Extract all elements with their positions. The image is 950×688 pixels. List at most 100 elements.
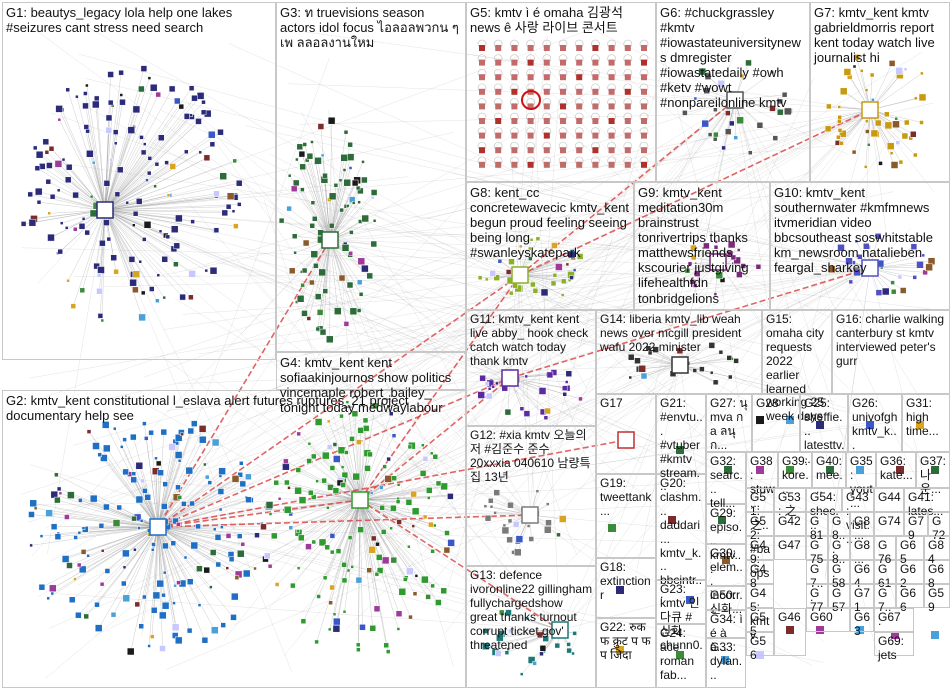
group-cell-g7: G7: kmtv_kent kmtv gabrieldmorris report… <box>810 2 950 182</box>
group-cell-g71: G71 <box>850 584 874 608</box>
group-cell-g10: G10: kmtv_kent southernwater #kmfmnews i… <box>770 182 950 310</box>
group-label: G2: kmtv_kent constitutional l_eslava al… <box>6 393 463 423</box>
group-cell-g58: G58 <box>828 560 850 584</box>
group-cell-g17: G17 <box>596 394 656 474</box>
group-cell-g57: G57 <box>828 584 850 608</box>
group-cell-g82: G8... <box>850 512 874 536</box>
group-cell-g39: G39: kore... <box>778 452 812 488</box>
group-label: G1: beautys_legacy lola help one lakes #… <box>6 5 273 35</box>
group-cell-g33: G33: dylan... <box>706 638 746 688</box>
group-cell-g80: G8... <box>828 536 850 560</box>
group-cell-g9: G9: kmtv_kent meditation30m brainstrust … <box>634 182 770 310</box>
group-cell-g23: G23: kmtv 인 다큐 #신화 chunn0... <box>656 580 706 624</box>
group-cell-g61: G61 <box>874 560 896 584</box>
group-cell-g29: G29: episo... kmtv... <box>706 504 746 544</box>
group-cell-g27: G27: นุ mva ก a ลนุ ก... <box>706 394 752 452</box>
group-cell-g72: G72 <box>928 512 950 536</box>
group-cell-g6: G6: #chuckgrassley #kmtv #iowastateunive… <box>656 2 810 182</box>
group-cell-g84: G84 <box>924 536 950 560</box>
group-label: G44 <box>878 491 901 505</box>
group-cell-g18: G18: extinctionr <box>596 558 656 618</box>
group-cell-g76: G76 <box>874 536 896 560</box>
group-cell-g2: G2: kmtv_kent constitutional l_eslava al… <box>2 390 466 688</box>
group-cell-g79: G79 <box>904 512 928 536</box>
group-cell-g24: G24: ace roman fab... <box>656 624 706 688</box>
group-cell-g37: G37: 나운... <box>916 452 950 488</box>
group-cell-g36: G36: kate... <box>876 452 916 488</box>
group-label: G36: kate... <box>880 455 913 483</box>
group-cell-g45: G45: kmtv <box>746 584 774 608</box>
group-cell-g52: G52: #ba... <box>746 512 774 536</box>
group-cell-g19: G19: tweettank... <box>596 474 656 558</box>
group-cell-g51: G51: 之... <box>746 488 774 512</box>
group-cell-g32: G32: searc... tell... <box>706 452 746 504</box>
group-label: G11: kmtv_kent kent live abby_ hook chec… <box>470 313 593 369</box>
group-cell-g3: G3: ท truevisions season actors idol foc… <box>276 2 466 352</box>
group-label: G32: searc... tell... <box>710 455 743 511</box>
group-label: G24: ace roman fab... <box>660 627 703 683</box>
group-label: G46 <box>778 611 803 625</box>
group-cell-g46: G46 <box>774 608 806 656</box>
group-cell-g12: G12: #xia kmtv 오늘의 저 #김준수 준수 20xxxia 040… <box>466 426 596 566</box>
group-label: G47 <box>778 539 803 553</box>
group-label: G31: high time... <box>906 397 947 439</box>
group-cell-g65: G65 <box>896 536 924 560</box>
group-cell-g28: G28 <box>752 394 800 452</box>
group-cell-g1: G1: beautys_legacy lola help one lakes #… <box>2 2 276 360</box>
group-cell-g81: G81 <box>806 512 828 536</box>
group-cell-g26: G26: univofgh kmtv_k... <box>848 394 902 452</box>
group-cell-g25: G25: sheffie... latesttv... <box>800 394 848 452</box>
group-label: G18: extinctionr <box>600 561 653 603</box>
group-cell-g47: G47 <box>774 536 806 560</box>
group-cell-g41: G41: lates... <box>904 488 950 512</box>
group-label: G16: charlie walking canterbury st kmtv … <box>836 313 947 369</box>
group-label: G10: kmtv_kent southernwater #kmfmnews i… <box>774 185 947 275</box>
group-label: G60 <box>810 611 847 625</box>
group-cell-g74: G74 <box>874 512 904 536</box>
group-cell-g66: G66 <box>896 584 924 608</box>
group-label: G6: #chuckgrassley #kmtv #iowastateunive… <box>660 5 807 111</box>
group-label: G12: #xia kmtv 오늘의 저 #김준수 준수 20xxxia 040… <box>470 429 593 485</box>
group-cell-g44: G44 <box>874 488 904 512</box>
group-cell-g22: G22: रुक फ क्रुट प फ प जिदा <box>596 618 656 688</box>
group-cell-g73: G7... <box>874 584 896 608</box>
group-cell-g31: G31: high time... <box>902 394 950 452</box>
group-label: G3: ท truevisions season actors idol foc… <box>280 5 463 50</box>
group-cell-g62: G62 <box>896 560 924 584</box>
group-cell-g77: G77 <box>806 584 828 608</box>
group-label: G13: defence ivoronline22 gillingham ful… <box>470 569 593 652</box>
group-cell-g50: G50: 신화... <box>706 586 746 610</box>
group-cell-g67: G67 <box>874 608 914 632</box>
group-cell-g11: G11: kmtv_kent kent live abby_ hook chec… <box>466 310 596 426</box>
group-cell-g38: G38: stuw... <box>746 452 778 488</box>
group-label: G9: kmtv_kent meditation30m brainstrust … <box>638 185 767 306</box>
group-label: G28 <box>756 397 797 411</box>
group-cell-g75: G75 <box>806 536 828 560</box>
group-label: G26: univofgh kmtv_k... <box>852 397 899 453</box>
group-cell-g8: G8: kent_cc concretewavecic kmtv_kent be… <box>466 182 634 310</box>
group-cell-g34: G34: ì é à à... <box>706 610 746 638</box>
group-cell-g54: G54: shec... <box>806 488 842 512</box>
group-label: G27: นุ mva ก a ลนุ ก... <box>710 397 749 453</box>
group-cell-g5: G5: kmtv ì é omaha 김광석 news ê 사랑 라이브 콘서트 <box>466 2 656 182</box>
group-label: G42 <box>778 515 803 529</box>
group-label: G14: liberia kmtv_lib weah news over mcg… <box>600 313 759 355</box>
group-label: G17 <box>600 397 653 411</box>
group-cell-g64: G64 <box>850 560 874 584</box>
group-cell-g56: G56 <box>746 632 774 656</box>
group-cell-g59: G59 <box>924 584 950 608</box>
group-cell-g83: G8... <box>828 512 850 536</box>
group-cell-g63: G63 <box>850 608 874 632</box>
group-cell-g30: G30: elem... incorr... <box>706 544 746 586</box>
group-cell-g78: G8... <box>850 536 874 560</box>
group-cell-g60: G60 <box>806 608 850 632</box>
group-label: G67 <box>878 611 911 625</box>
group-cell-g35: G35: yout... <box>846 452 876 488</box>
group-cell-g42: G42 <box>774 512 806 536</box>
group-cell-g69: G69: jets <box>874 632 914 656</box>
group-cell-g13: G13: defence ivoronline22 gillingham ful… <box>466 566 596 688</box>
group-label: G22: रुक फ क्रुट प फ प जिदा <box>600 621 653 663</box>
group-cell-g20: G20: clashm... daddari... kmtv_k... bbci… <box>656 474 706 580</box>
group-cell-g15: G15: omaha city requests 2022 earlier le… <box>762 310 832 394</box>
